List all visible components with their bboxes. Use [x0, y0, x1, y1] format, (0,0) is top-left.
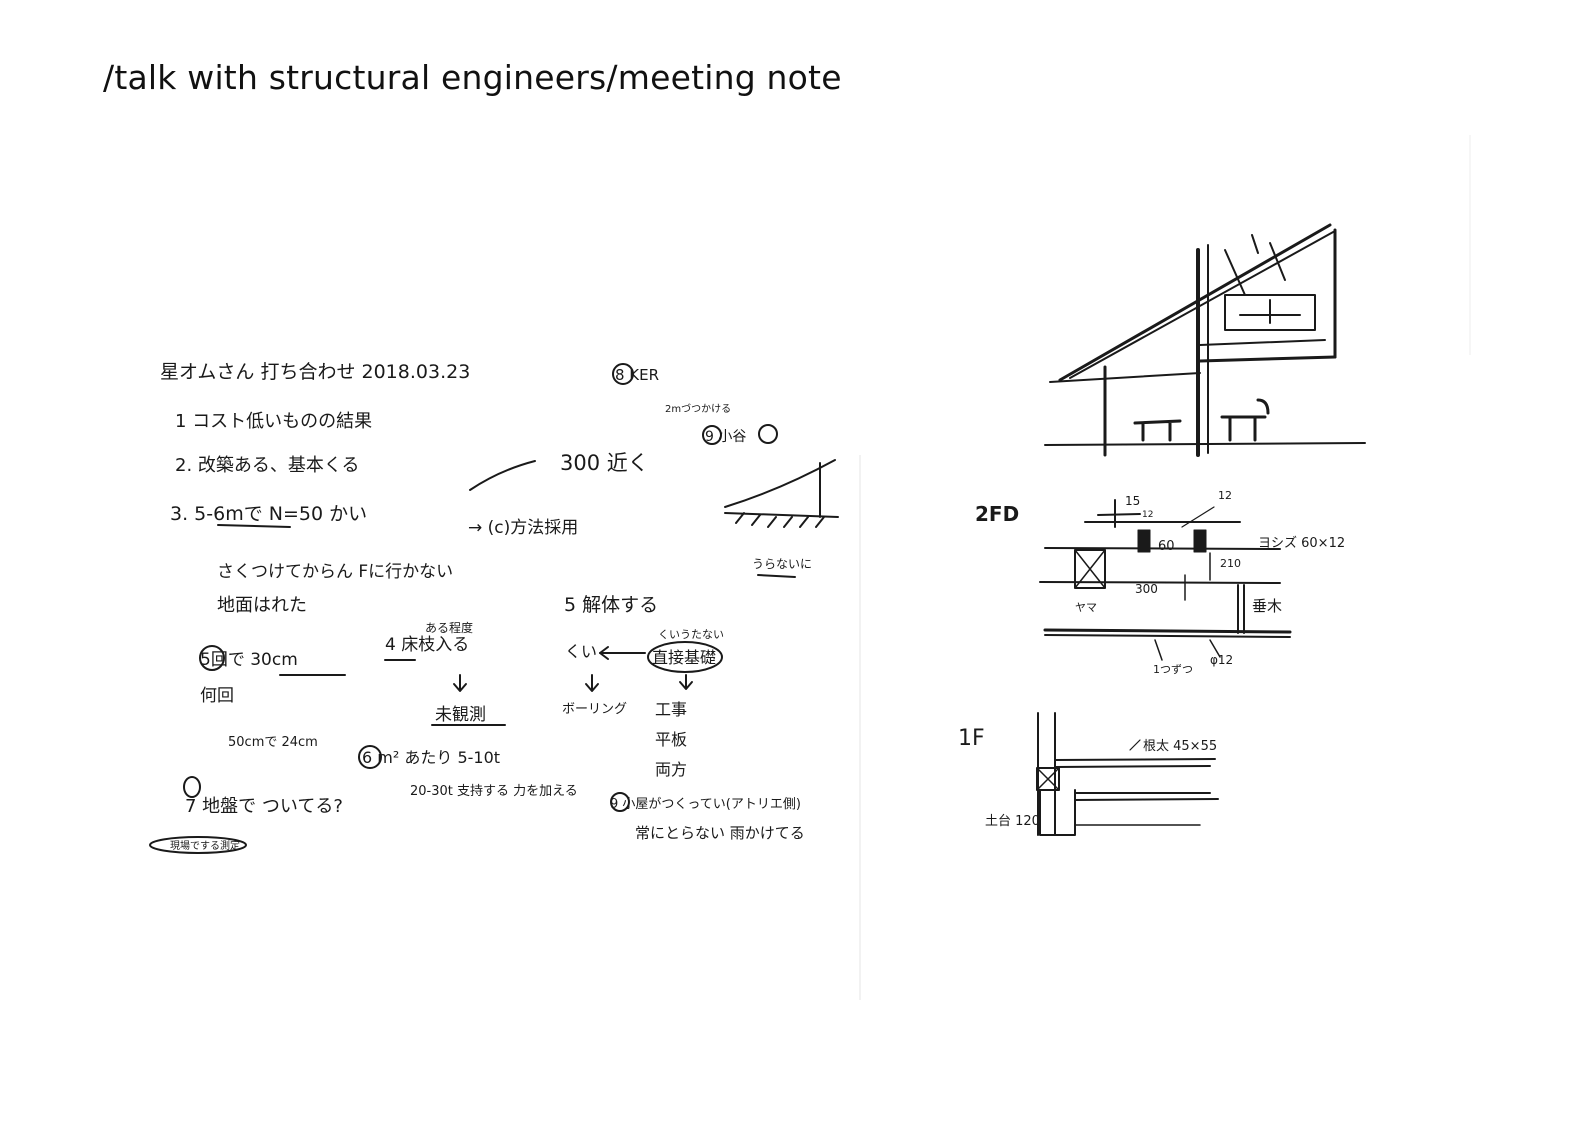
detail-1f	[1036, 712, 1219, 836]
note-strokes	[149, 363, 839, 854]
note-item-9a: 9 小屋がつくってい(アトリエ側)	[610, 797, 801, 812]
note-item-50cm: 50cmで 24cm	[228, 735, 318, 750]
note-item-5times: 5回で 30cm	[200, 650, 298, 670]
label-dim-15: 15	[1125, 494, 1140, 508]
note-item-no-pile: くいうたない	[658, 628, 724, 641]
note-item-work: 工事	[655, 700, 687, 719]
note-item-2m: 2mづつかける	[665, 403, 731, 415]
label-joist: 根太 45×55	[1143, 739, 1217, 754]
note-item-4: 4 床枝入る	[385, 635, 469, 655]
detail-1f-labels: 1F 根太 45×55 土台 120	[958, 726, 1217, 829]
label-left: ヤマ	[1075, 601, 1097, 614]
note-item-1: 1 コスト低いものの結果	[175, 411, 372, 432]
label-phi12: φ12	[1210, 653, 1233, 667]
page-title: /talk with structural engineers/meeting …	[103, 58, 842, 97]
label-60x12: ヨシズ 60×12	[1258, 535, 1345, 551]
note-item-pile: くい	[565, 642, 597, 661]
label-dodai: 土台 120	[985, 814, 1040, 829]
note-item-7: 7 地盤で ついてる?	[185, 796, 343, 817]
note-item-9b: 常にとらない 雨かけてる	[635, 824, 805, 842]
handwritten-note-image: 星オムさん 打ち合わせ 2018.03.23 1 コスト低いものの結果 2. 改…	[140, 135, 1495, 1015]
note-text: 星オムさん 打ち合わせ 2018.03.23 1 コスト低いものの結果 2. 改…	[160, 361, 812, 852]
label-dim-60: 60	[1158, 539, 1175, 554]
label-bottom: 1つずつ	[1153, 663, 1193, 676]
note-item-direct: 直接基礎	[652, 648, 716, 667]
note-item-2: 2. 改築ある、基本くる	[175, 455, 360, 476]
label-dim-300: 300	[1135, 582, 1158, 596]
note-item-8: 8 KER	[615, 366, 659, 384]
label-dim-210: 210	[1220, 557, 1241, 570]
detail-2f	[1039, 499, 1292, 661]
note-item-3: 3. 5-6mで N=50 かい	[170, 503, 367, 525]
note-item-5-title: 5 解体する	[564, 594, 658, 616]
note-item-sub2: 地面はれた	[217, 595, 307, 616]
note-item-6: 6 m² あたり 5-10t	[362, 748, 500, 767]
note-item-20-30t: 20-30t 支持する 力を加える	[410, 784, 578, 799]
note-item-measure: 現場でする測定	[170, 839, 240, 852]
label-dim-12-top: 12	[1218, 489, 1232, 502]
note-item-sub1: さくつけてからん Fに行かない	[217, 562, 453, 582]
note-item-3-arrow: → (c)方法採用	[468, 518, 578, 538]
note-item-boring: ボーリング	[562, 702, 627, 717]
section-sketch	[1044, 223, 1366, 457]
label-dim-12-mid: 12	[1142, 510, 1153, 520]
meeting-note-scan: 星オムさん 打ち合わせ 2018.03.23 1 コスト低いものの結果 2. 改…	[140, 135, 1495, 1015]
note-item-9: 9 小谷	[705, 429, 746, 445]
note-item-uranai: うらないに	[752, 557, 812, 571]
label-2f: 2FD	[975, 502, 1019, 526]
label-rafter: 垂木	[1252, 597, 1282, 615]
note-item-times: 何回	[200, 686, 234, 706]
note-item-plate: 平板	[655, 730, 687, 749]
note-item-both: 両方	[655, 760, 687, 779]
note-item-extent: ある程度	[425, 620, 473, 635]
note-item-unobserved: 未観測	[435, 705, 486, 725]
note-header: 星オムさん 打ち合わせ 2018.03.23	[160, 361, 470, 383]
label-1f: 1F	[958, 726, 985, 751]
note-item-300: 300 近く	[560, 451, 649, 475]
detail-2f-labels: 2FD 15 12 12 60 ヨシズ 60×12 210 300 垂木 ヤマ …	[975, 489, 1345, 676]
